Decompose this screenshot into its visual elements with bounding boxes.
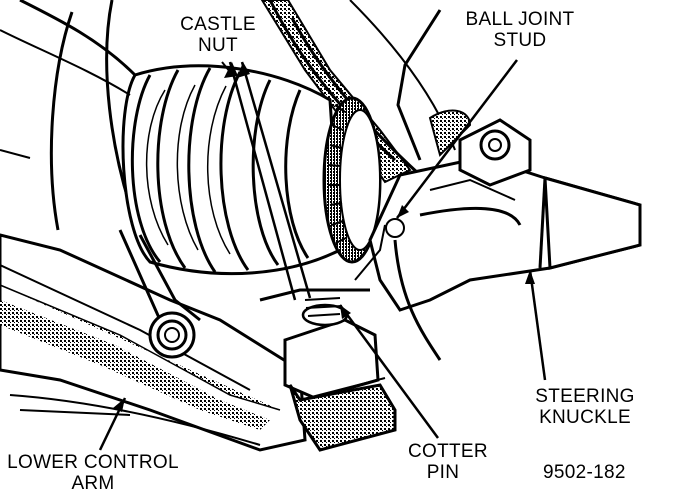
lower-control-arm-label-line2: ARM (71, 473, 115, 494)
castle-nut-label: CASTLE NUT (168, 14, 268, 56)
lower-control-arm-body (0, 229, 307, 452)
figure-number: 9502-182 (543, 462, 626, 483)
upper-frame-rail (0, 0, 142, 236)
lower-control-arm-label: LOWER CONTROL ARM (0, 452, 186, 494)
steering-knuckle-label: STEERING KNUCKLE (522, 386, 648, 428)
ball-joint-housing (283, 297, 397, 452)
cotter-pin-label: COTTER PIN (408, 441, 488, 483)
leader-arrowheads (113, 62, 535, 412)
lower-control-arm-label-line1: LOWER CONTROL (7, 452, 179, 473)
cv-boot (121, 64, 342, 276)
tone-ring (322, 96, 382, 264)
cotter-pin-label-line2: PIN (426, 462, 460, 483)
steering-knuckle-label-line1: STEERING (535, 386, 635, 407)
steering-knuckle-body (259, 109, 642, 361)
ball-joint-stud-label-line1: BALL JOINT (465, 9, 575, 30)
castle-nut-label-line1: CASTLE (180, 14, 256, 35)
ball-joint-stud-label-line2: STUD (493, 30, 547, 51)
cotter-pin-label-line1: COTTER (408, 441, 488, 462)
ball-joint-stud-label: BALL JOINT STUD (450, 9, 590, 51)
steering-knuckle-label-line2: KNUCKLE (539, 407, 631, 428)
castle-nut-label-line2: NUT (198, 35, 238, 56)
